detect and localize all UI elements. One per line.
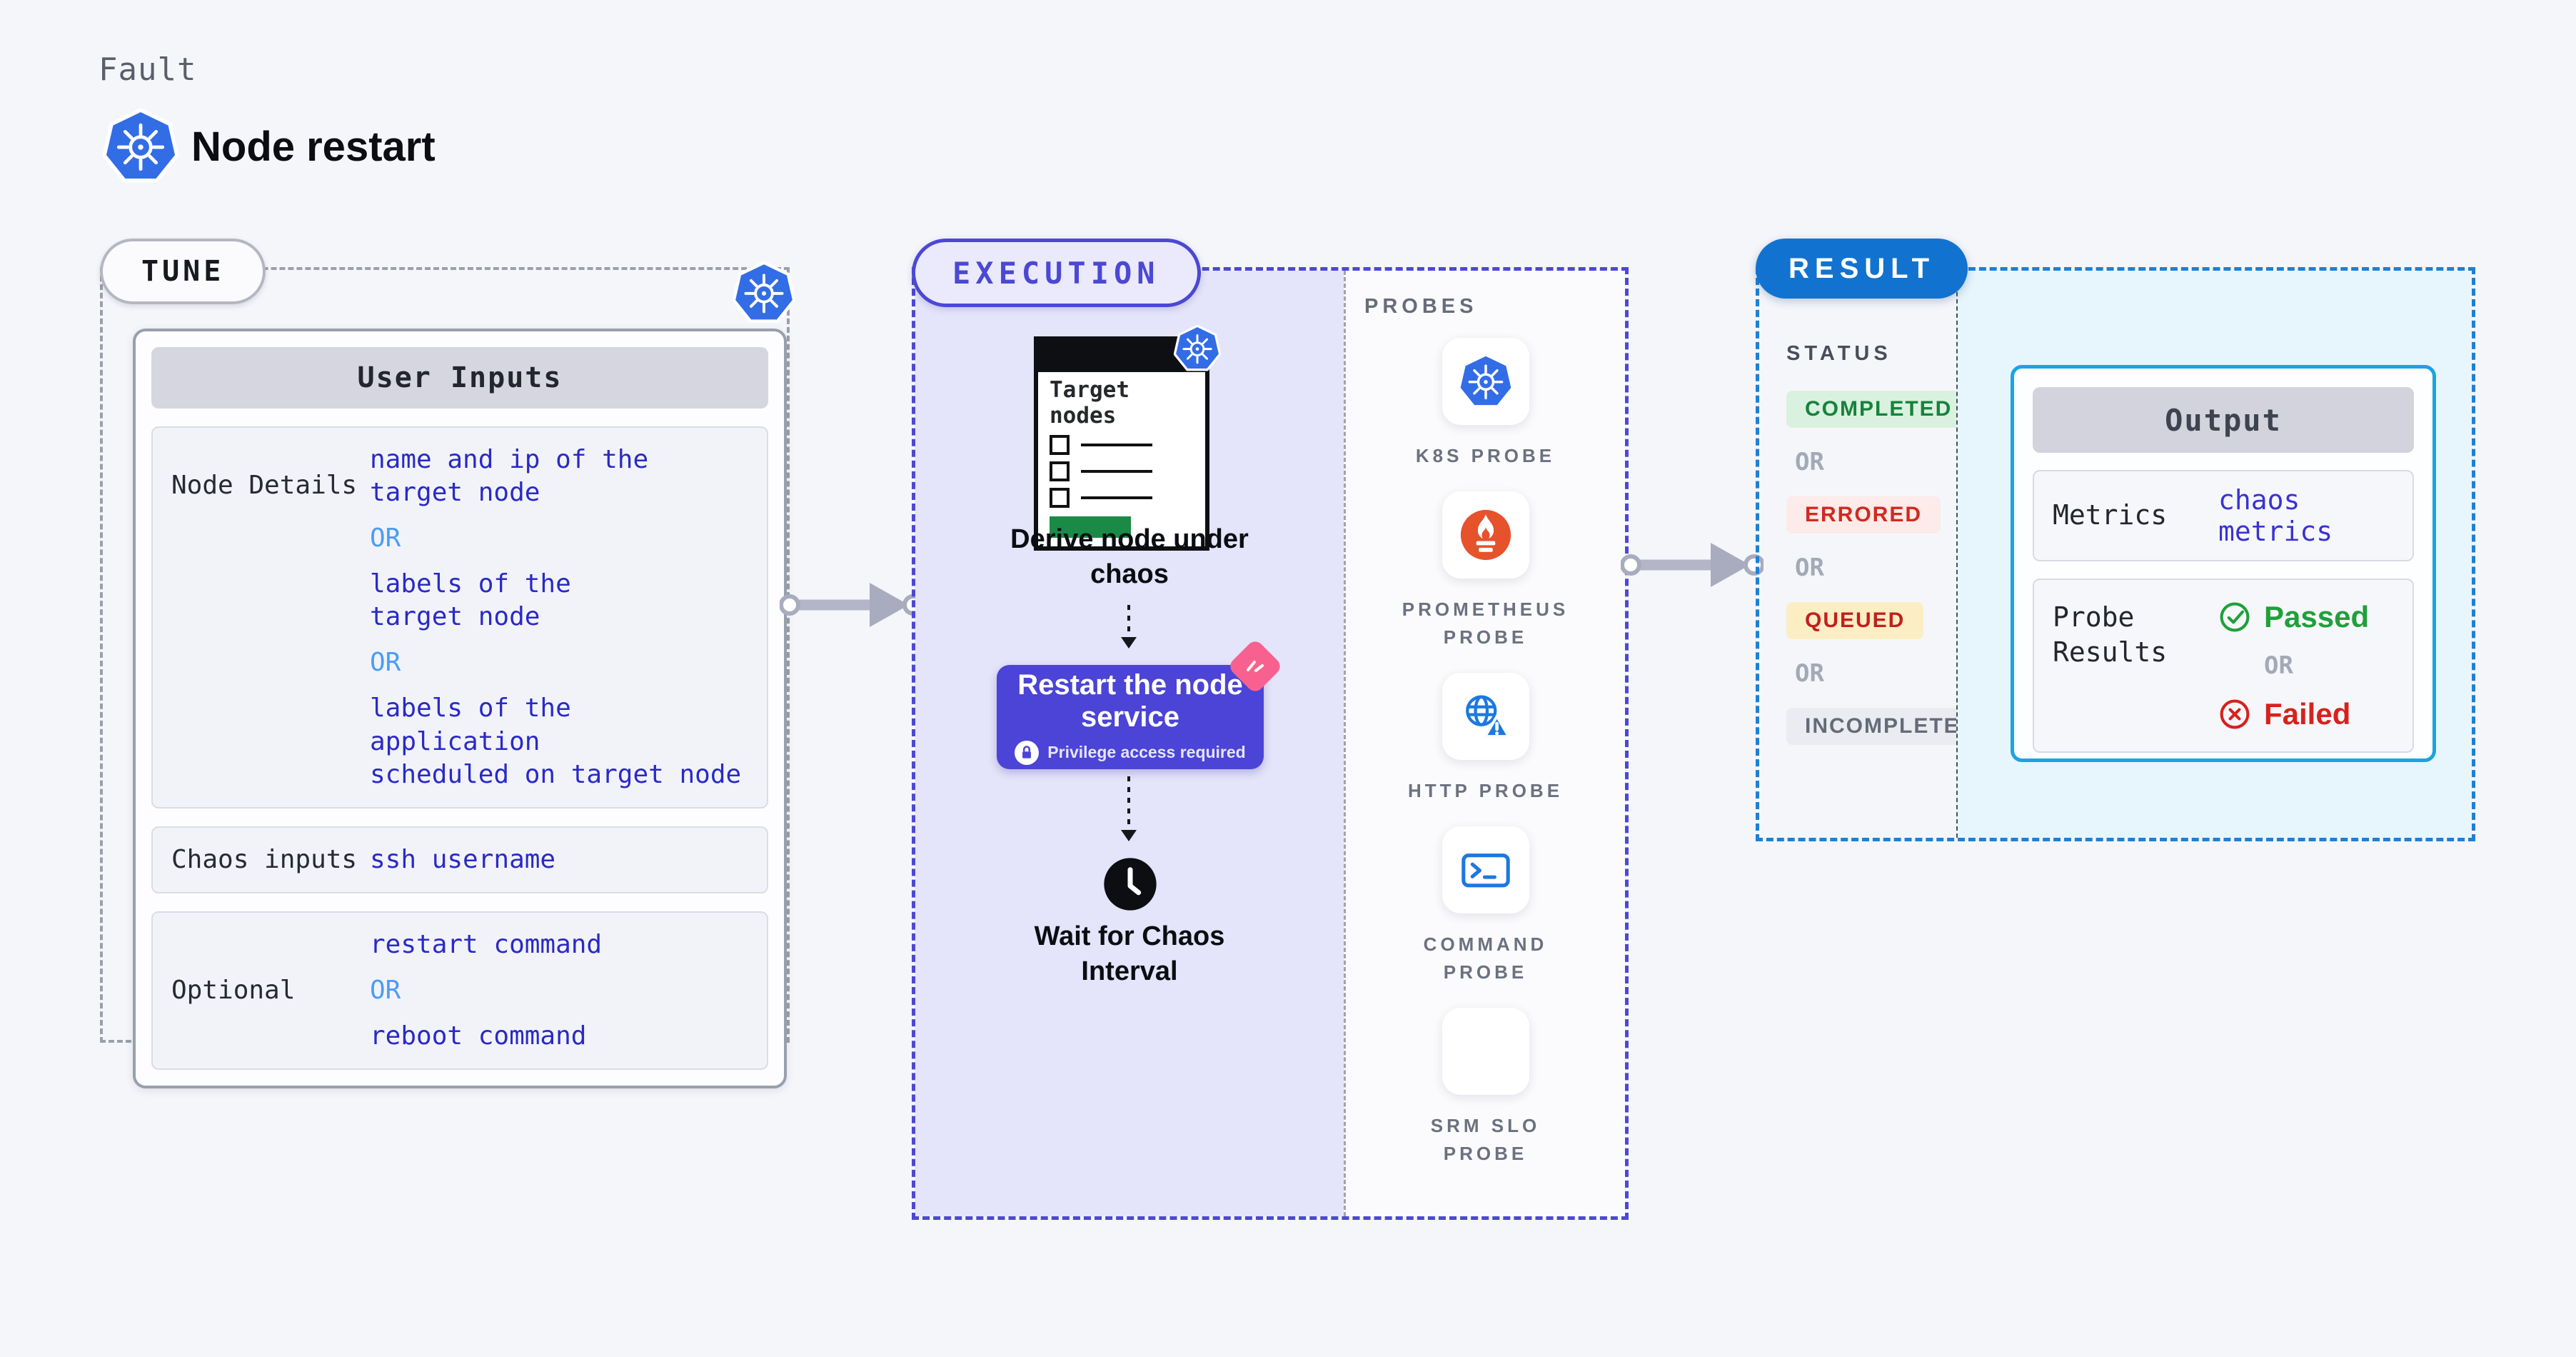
probe-label: K8S PROBE bbox=[1415, 445, 1556, 466]
flow-arrow-down bbox=[1121, 605, 1137, 649]
metrics-row: Metrics chaos metrics bbox=[2033, 470, 2414, 561]
probes-panel: PROBES K8S PROBE PROMETHEUS PROBE HTTP P… bbox=[1344, 271, 1625, 1216]
failed-label: Failed bbox=[2264, 697, 2351, 731]
row-value: reboot command bbox=[370, 1021, 587, 1051]
probe-card bbox=[1442, 1008, 1529, 1095]
or-label: OR bbox=[370, 975, 401, 1005]
kubernetes-icon bbox=[103, 108, 178, 183]
lock-icon bbox=[1015, 740, 1040, 765]
chaos-litmus-icon bbox=[1227, 638, 1284, 695]
checkbox-icon bbox=[1050, 461, 1070, 482]
k8s-icon bbox=[1173, 324, 1222, 371]
derive-node-caption: Derive node under chaos bbox=[1010, 524, 1249, 589]
check-circle-icon bbox=[2220, 602, 2250, 632]
row-value: name and ip of the target node bbox=[370, 445, 649, 508]
output-title: Output bbox=[2033, 387, 2414, 453]
probe-item: HTTP PROBE bbox=[1402, 673, 1570, 805]
row-label: Node Details bbox=[171, 471, 358, 500]
user-inputs-title: User Inputs bbox=[151, 347, 768, 409]
http-icon bbox=[1465, 695, 1510, 738]
user-input-row: Node Details name and ip of the target no… bbox=[151, 426, 768, 808]
probe-results-row: Probe Results Passed OR bbox=[2033, 579, 2414, 753]
fault-kicker: Fault bbox=[99, 51, 197, 88]
probe-card bbox=[1442, 491, 1529, 579]
probe-item: PROMETHEUS PROBE bbox=[1402, 491, 1570, 651]
execution-section: Target nodes Derive node under chaos bbox=[912, 239, 1629, 1220]
privilege-access-label: Privilege access required bbox=[1047, 743, 1246, 762]
command-icon bbox=[1461, 853, 1510, 888]
probe-list: K8S PROBE PROMETHEUS PROBE HTTP PROBE CO… bbox=[1346, 338, 1625, 1189]
status-badge-errored: ERRORED bbox=[1786, 496, 1941, 534]
row-label: Optional bbox=[171, 976, 296, 1006]
output-panel: Output Metrics chaos metrics Probe Resul… bbox=[1956, 271, 2472, 838]
flow-arrow-down bbox=[1121, 776, 1137, 841]
row-value: restart command bbox=[370, 929, 603, 959]
status-badge-queued: QUEUED bbox=[1786, 602, 1924, 639]
passed-label: Passed bbox=[2264, 600, 2370, 634]
probe-card bbox=[1442, 338, 1529, 425]
target-card-title: Target nodes bbox=[1050, 377, 1129, 429]
clock-icon bbox=[1104, 858, 1157, 911]
srm-slo-icon bbox=[1464, 1036, 1507, 1069]
tune-section-label: TUNE bbox=[100, 239, 266, 304]
execution-section-label: EXECUTION bbox=[912, 239, 1201, 307]
user-inputs-card: User Inputs Node Details name and ip of t… bbox=[133, 329, 787, 1089]
or-label: OR bbox=[2264, 651, 2293, 680]
row-label: Chaos inputs bbox=[171, 845, 358, 875]
or-label: OR bbox=[370, 648, 401, 678]
probe-results-label: Probe Results bbox=[2053, 601, 2168, 669]
k8s-icon bbox=[732, 261, 796, 323]
probes-section-label: PROBES bbox=[1364, 295, 1478, 318]
kubernetes-icon bbox=[732, 261, 796, 324]
probe-item: K8S PROBE bbox=[1402, 338, 1570, 470]
user-input-row: Chaos inputs ssh username bbox=[151, 826, 768, 893]
restart-node-service-step: Restart the node service Privilege acces… bbox=[997, 665, 1264, 769]
or-label: OR bbox=[370, 524, 401, 554]
status-section-label: STATUS bbox=[1786, 342, 1892, 365]
execution-dashed-box: Target nodes Derive node under chaos bbox=[912, 267, 1629, 1220]
checkbox-icon bbox=[1050, 435, 1070, 456]
status-badge-completed: COMPLETED bbox=[1786, 391, 1971, 428]
or-label: OR bbox=[1795, 448, 1824, 476]
execution-flow-panel: Target nodes Derive node under chaos bbox=[915, 271, 1344, 1216]
arrow-tune-to-execution bbox=[780, 583, 922, 627]
row-value: labels of the target node bbox=[370, 569, 571, 632]
restart-step-title: Restart the node service bbox=[1017, 669, 1243, 733]
kubernetes-icon bbox=[1173, 324, 1222, 372]
row-value: labels of the application scheduled on t… bbox=[370, 693, 742, 789]
tune-section: TUNE User Inputs Node Details name and ip… bbox=[100, 239, 796, 1089]
wait-chaos-caption: Wait for Chaos Interval bbox=[1034, 921, 1225, 986]
arrow-execution-to-result bbox=[1621, 543, 1764, 587]
or-label: OR bbox=[1795, 554, 1824, 582]
probe-label: SRM SLO PROBE bbox=[1430, 1115, 1541, 1164]
probe-item: SRM SLO PROBE bbox=[1402, 1008, 1570, 1168]
k8s-icon bbox=[1457, 354, 1514, 409]
probe-card bbox=[1442, 673, 1529, 760]
checkbox-icon bbox=[1050, 488, 1070, 509]
or-label: OR bbox=[1795, 659, 1824, 688]
x-circle-icon bbox=[2220, 699, 2250, 729]
probe-card bbox=[1442, 826, 1529, 913]
output-card: Output Metrics chaos metrics Probe Resul… bbox=[2011, 365, 2436, 762]
progress-bar bbox=[1050, 516, 1131, 539]
result-section-label: RESULT bbox=[1756, 239, 1968, 299]
probe-label: PROMETHEUS PROBE bbox=[1402, 599, 1569, 648]
prometheus-icon bbox=[1460, 509, 1511, 561]
page-title: Node restart bbox=[191, 123, 436, 170]
row-value: ssh username bbox=[370, 844, 556, 874]
chaos-metrics-link: chaos metrics bbox=[2218, 484, 2333, 547]
probe-label: HTTP PROBE bbox=[1407, 780, 1564, 801]
probe-item: COMMAND PROBE bbox=[1402, 826, 1570, 986]
target-nodes-card: Target nodes bbox=[1034, 324, 1222, 551]
metrics-label: Metrics bbox=[2053, 499, 2168, 531]
probe-label: COMMAND PROBE bbox=[1423, 933, 1548, 983]
user-inputs-rows: Node Details name and ip of the target no… bbox=[151, 426, 768, 1071]
